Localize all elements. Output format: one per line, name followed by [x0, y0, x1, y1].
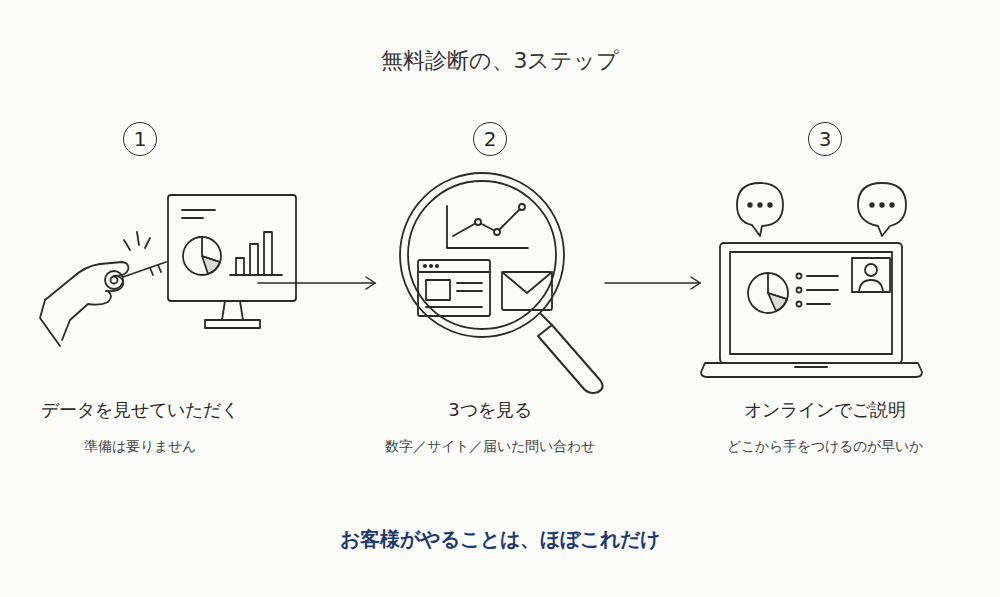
monitor-illustration — [168, 195, 296, 328]
step-group: 2 3つを見る数字／サイト／届いた問い合わせ — [375, 122, 605, 472]
hand-key-illustration — [40, 232, 166, 346]
magnifier-illustration — [400, 173, 603, 393]
step-number: 3 — [808, 122, 842, 156]
step-number: 2 — [473, 122, 507, 156]
step-note: 準備は要りません — [22, 438, 258, 456]
step-title: オンラインでご説明 — [700, 398, 950, 422]
laptop-illustration — [701, 183, 922, 377]
step-note: 数字／サイト／届いた問い合わせ — [375, 438, 605, 456]
step-arrow — [605, 277, 700, 289]
diagram-title: 無料診断の、3ステップ — [381, 46, 620, 76]
step-group: 1 データを見せていただく準備は要りません — [22, 122, 258, 472]
step-title: データを見せていただく — [22, 398, 258, 422]
step-group: 3 オンラインでご説明どこから手をつけるのが早いか — [700, 122, 950, 472]
step-title: 3つを見る — [375, 398, 605, 422]
step-note: どこから手をつけるのが早いか — [700, 438, 950, 456]
step-arrow — [258, 277, 375, 289]
diagram-caption: お客様がやることは、ほぼこれだけ — [340, 526, 660, 553]
step-number: 1 — [123, 122, 157, 156]
